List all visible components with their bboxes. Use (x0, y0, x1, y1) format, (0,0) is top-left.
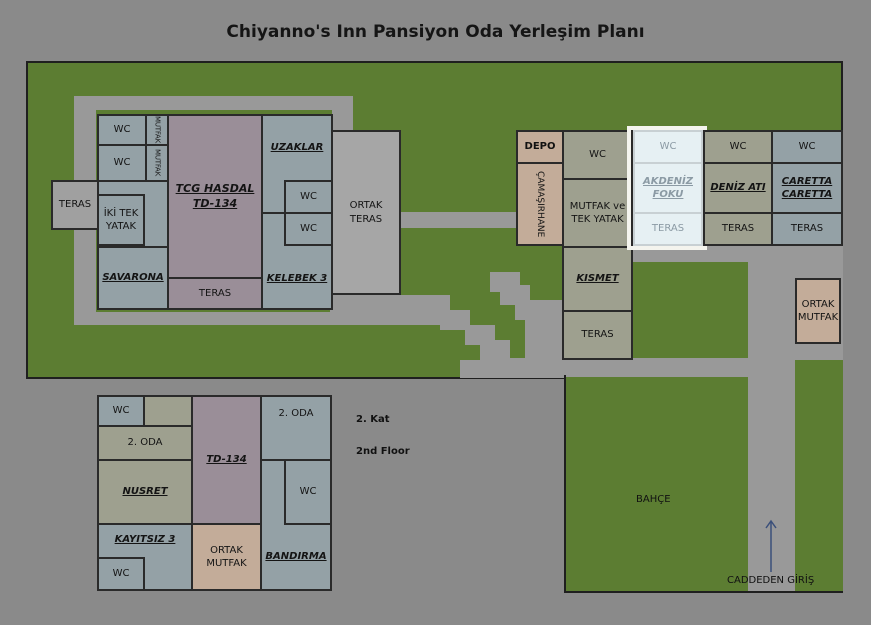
upper-nusret: NUSRET (97, 459, 193, 525)
room-iki-tek-yatak-inner: İKİ TEK YATAK (97, 194, 145, 246)
upper-wc-bottom: WC (97, 557, 145, 591)
path-stepped-1 (330, 295, 450, 325)
room-deniz-wc: WC (703, 130, 773, 164)
room-mid-wc: WC (562, 130, 633, 180)
room-left-mutfak-1: MUTFAK (145, 114, 169, 146)
room-left-wc-2: WC (97, 144, 147, 182)
room-savarona: SAVARONA (97, 246, 169, 310)
bahce-label: BAHÇE (636, 494, 671, 505)
room-uzaklar-wc: WC (284, 180, 333, 214)
bahce-outline (564, 375, 843, 593)
room-caretta-teras: TERAS (771, 212, 843, 246)
room-caretta-wc: WC (771, 130, 843, 164)
path-stepped-2 (440, 310, 470, 330)
floor-label-tr: 2. Kat (356, 414, 390, 425)
entrance-arrow-icon (765, 519, 777, 572)
room-caretta-caretta: CARETTA CARETTA (771, 162, 843, 214)
room-teras-side: TERAS (51, 180, 99, 230)
room-ortak-mutfak: ORTAK MUTFAK (795, 278, 841, 344)
bahce-lawn-right (795, 360, 843, 591)
room-tcg-hasdal: TCG HASDAL TD-134 (167, 114, 263, 279)
upper-wc-right: WC (284, 459, 332, 525)
room-deniz-teras: TERAS (703, 212, 773, 246)
path-stepped-5 (460, 360, 500, 378)
entrance-label: CADDEDEN GİRİŞ (727, 575, 815, 586)
room-akdeniz-wc: WC (633, 130, 703, 164)
bahce-lawn (566, 377, 748, 591)
room-left-wc-1: WC (97, 114, 147, 146)
upper-oda2-right: 2. ODA (260, 395, 332, 461)
room-mutfak-tek-yatak: MUTFAK ve TEK YATAK (562, 178, 633, 248)
room-kelebek-wc: WC (284, 212, 333, 246)
upper-ortak-mutfak: ORTAK MUTFAK (191, 523, 262, 591)
path-below-kismet (633, 246, 748, 262)
room-kismet-teras: TERAS (562, 310, 633, 360)
room-left-mutfak-2: MUTFAK (145, 144, 169, 182)
upper-wc-top: WC (97, 395, 145, 427)
room-akdeniz-teras: TERAS (633, 212, 703, 246)
page-title: Chiyanno's Inn Pansiyon Oda Yerleşim Pla… (226, 22, 645, 42)
upper-oda2-left-top (143, 395, 193, 427)
room-ortak-teras: ORTAK TERAS (331, 130, 401, 295)
upper-oda2-left: 2. ODA (97, 425, 193, 461)
room-deniz-ati: DENİZ ATI (703, 162, 773, 214)
room-tcg-teras: TERAS (167, 277, 263, 310)
room-kismet: KISMET (562, 246, 633, 312)
upper-td134: TD-134 (191, 395, 262, 525)
bottom-walkway (493, 358, 843, 378)
path-diag-4 (525, 320, 565, 360)
room-akdeniz-foku: AKDENİZ FOKU (633, 162, 703, 214)
room-uzaklar: UZAKLAR (261, 114, 333, 214)
room-camasirhane: ÇAMAŞIRHANE (516, 162, 564, 246)
path-diag-3 (515, 300, 565, 320)
room-depo: DEPO (516, 130, 564, 164)
floor-label-en: 2nd Floor (356, 446, 410, 457)
